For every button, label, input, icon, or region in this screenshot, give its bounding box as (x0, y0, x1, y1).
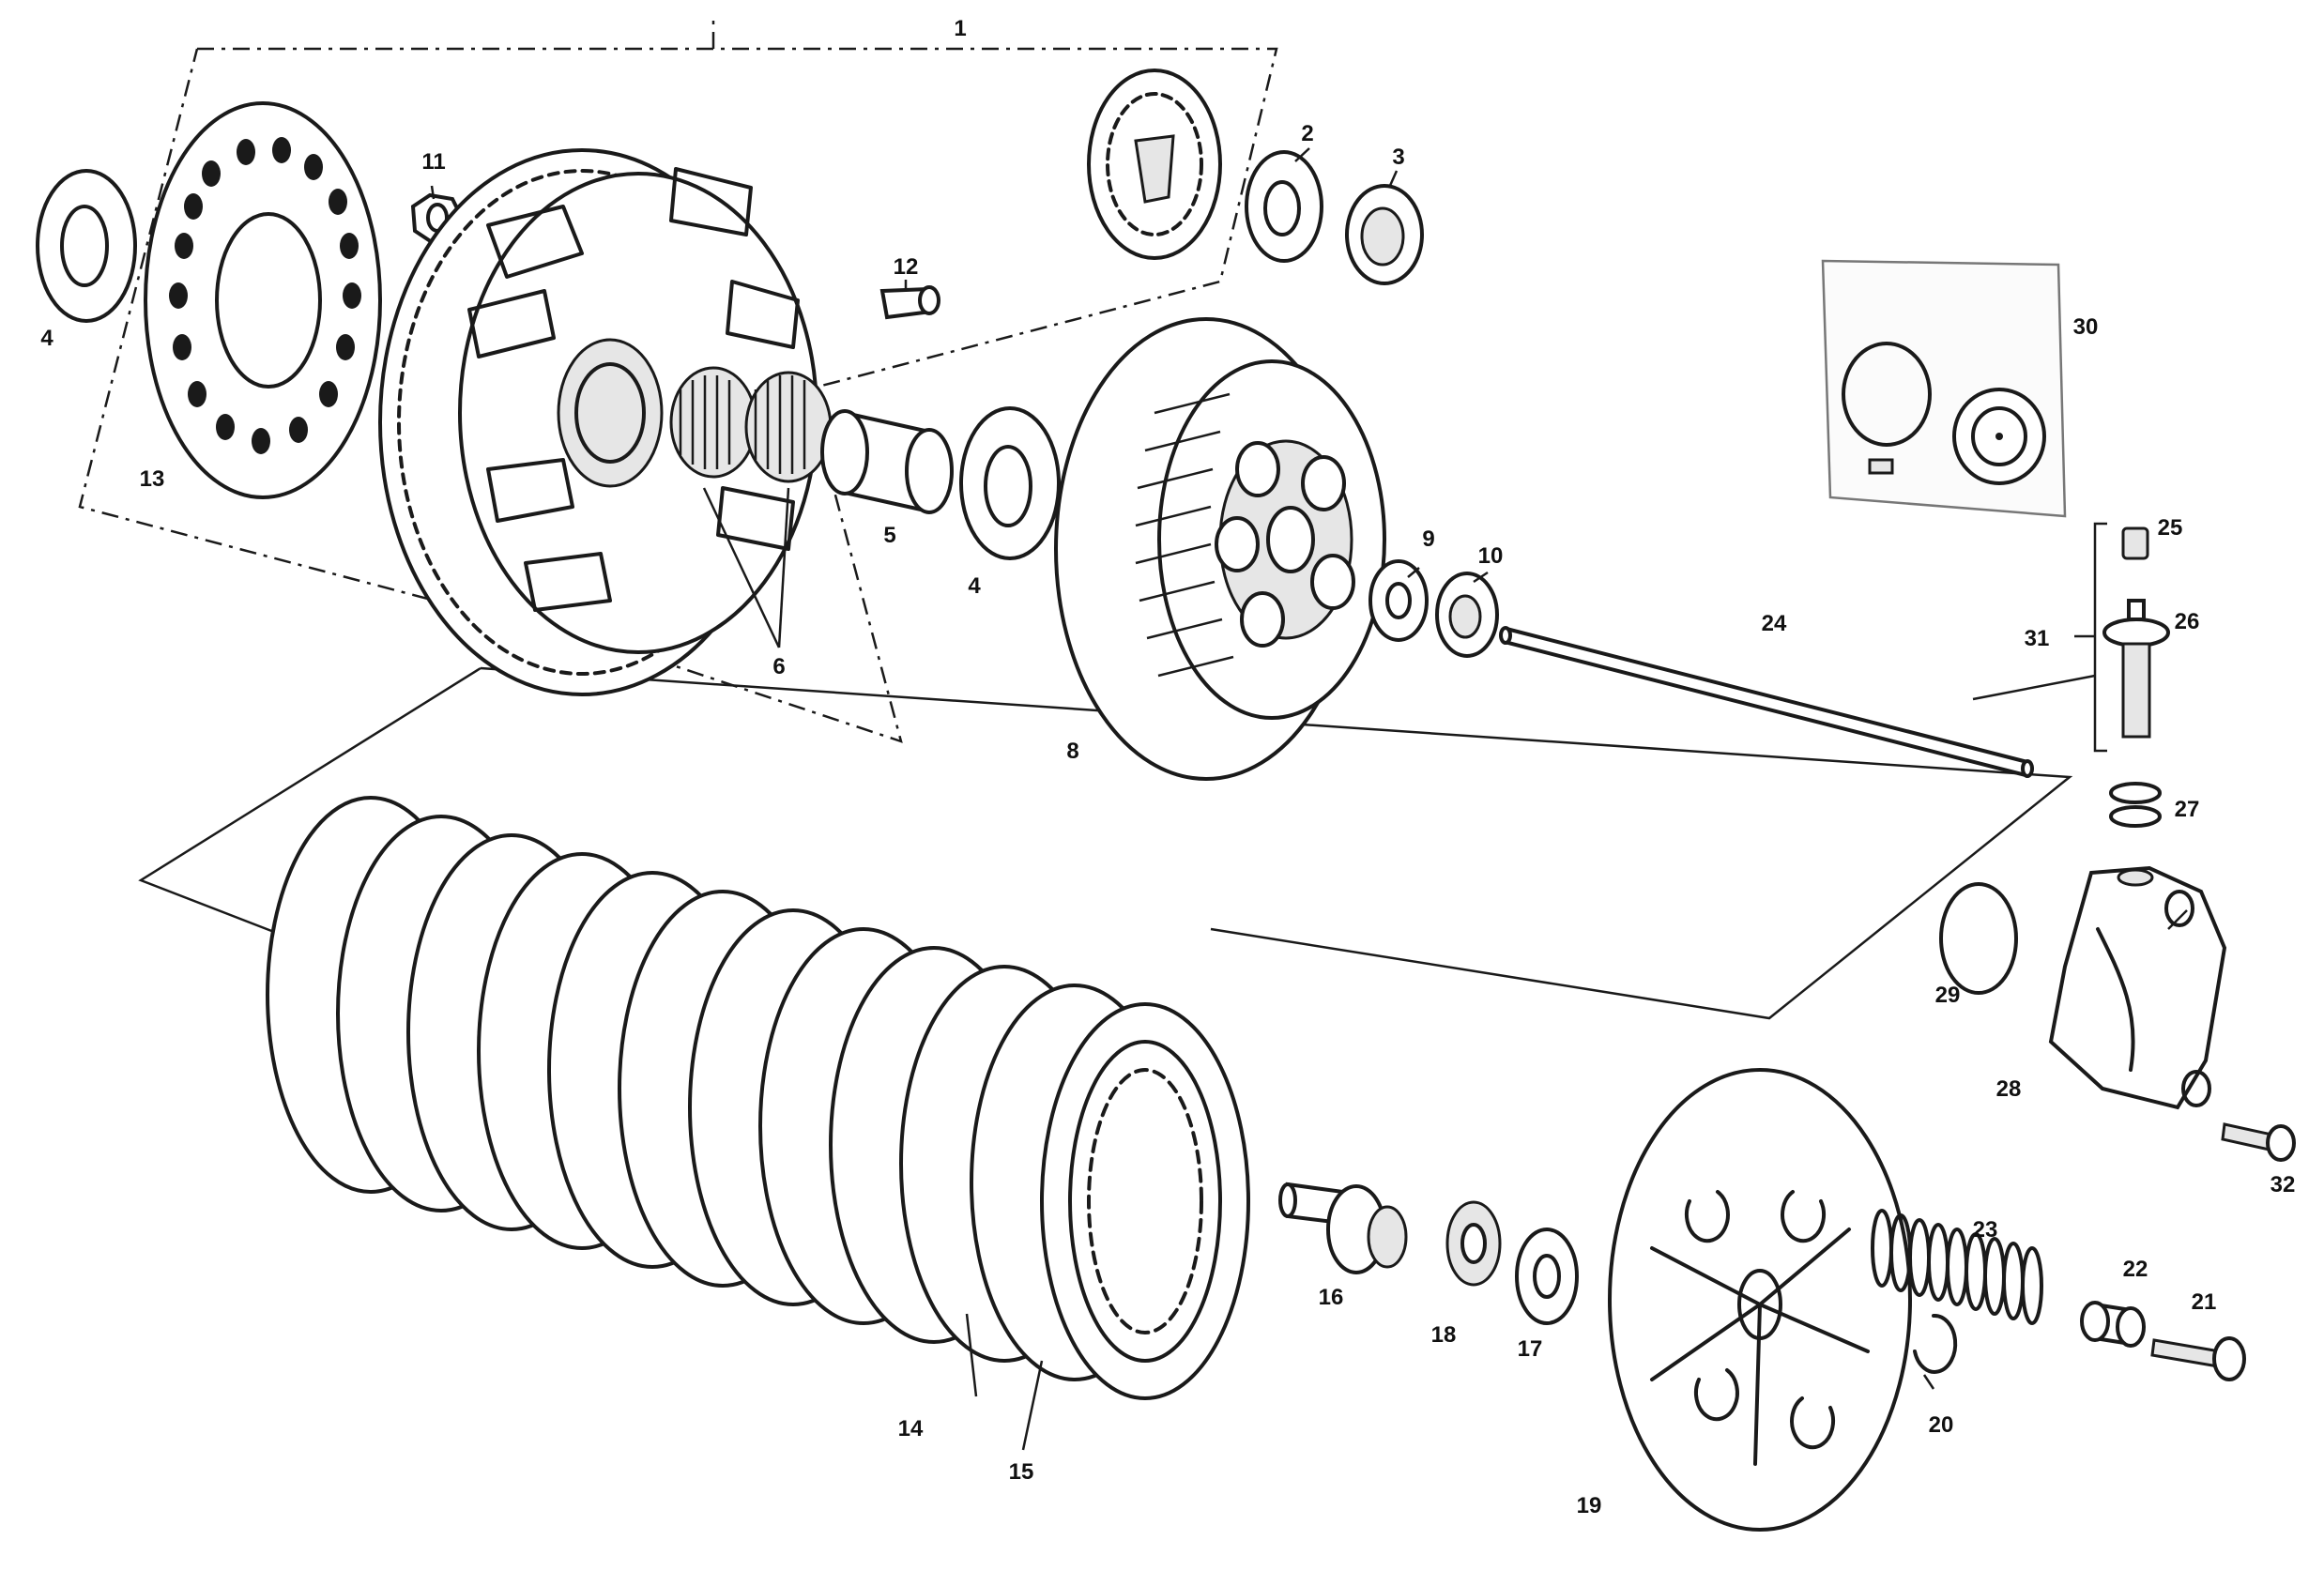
part-4-thrust-washer-left (36, 169, 137, 323)
part-16-release-bearing-sleeve (1278, 1182, 1408, 1274)
callout-11: 11 (421, 149, 445, 175)
callout-29: 29 (1935, 983, 1961, 1008)
clutch-friction-and-steel-plates (266, 796, 1250, 1400)
part-17-washer (1515, 1228, 1579, 1325)
callout-15: 15 (1009, 1459, 1034, 1485)
part-12-pin (879, 285, 940, 320)
part-29-gasket-ring (1939, 882, 2018, 995)
part-28-clutch-slave-cylinder (2048, 865, 2227, 1110)
part-26-bleeder-valve (2102, 599, 2170, 739)
callout-25: 25 (2158, 515, 2183, 541)
part-9-lock-washer (1368, 559, 1429, 642)
callout-8: 8 (1066, 739, 1078, 764)
part-6-needle-bearings (669, 366, 833, 648)
callout-24: 24 (1762, 611, 1787, 636)
part-8-clutch-inner-hub (1054, 317, 1386, 781)
callout-18: 18 (1431, 1322, 1457, 1348)
callout-21: 21 (2192, 1289, 2217, 1315)
callout-14: 14 (898, 1416, 924, 1441)
part-25-cap (2121, 526, 2149, 560)
callout-16: 16 (1319, 1285, 1344, 1310)
callout-26: 26 (2175, 609, 2200, 634)
leader-lines (430, 147, 2188, 1451)
part-13-perforated-disc (144, 101, 382, 499)
callout-6: 6 (772, 654, 785, 679)
callout-13: 13 (140, 466, 165, 492)
callout-3: 3 (1392, 145, 1404, 170)
callout-27: 27 (2175, 797, 2200, 822)
part-2-washer (1245, 150, 1323, 263)
callout-31: 31 (2025, 626, 2050, 651)
callout-32: 32 (2270, 1172, 2296, 1197)
callout-22: 22 (2123, 1257, 2148, 1282)
part-31-bracket (2074, 522, 2107, 753)
callout-19: 19 (1577, 1493, 1602, 1518)
callout-4-right: 4 (968, 573, 981, 599)
callout-17: 17 (1518, 1336, 1543, 1362)
part-24-push-rod (1499, 626, 2034, 778)
callout-5: 5 (883, 523, 895, 548)
callout-9: 9 (1422, 526, 1434, 552)
callout-28: 28 (1996, 1076, 2022, 1102)
part-27-o-rings (2109, 782, 2162, 828)
part-21-bolt (2150, 1336, 2246, 1381)
part-4-thrust-washer-right (959, 406, 1061, 560)
callout-20: 20 (1929, 1412, 1954, 1438)
callout-2: 2 (1301, 121, 1313, 146)
callout-30: 30 (2073, 314, 2099, 340)
part-22-spring-retainer (2080, 1301, 2146, 1348)
callout-labels: 1 2 3 4 4 5 6 8 9 10 11 12 13 14 15 16 1… (40, 16, 2295, 1518)
part-5-bushing-sleeve (820, 409, 954, 514)
part-20-circlip (1913, 1313, 1958, 1374)
callout-1: 1 (954, 16, 966, 41)
callout-23: 23 (1973, 1217, 1998, 1243)
part-10-hub-nut (1435, 572, 1499, 658)
callout-12: 12 (894, 254, 919, 280)
callout-10: 10 (1478, 543, 1504, 569)
part-19-pressure-plate (1608, 1068, 1912, 1532)
primary-driven-gear (1087, 69, 1222, 260)
part-18-bearing (1445, 1200, 1502, 1287)
clutch-basket-housing (378, 148, 818, 696)
part-32-screw (2221, 1122, 2296, 1162)
part-30-seal-kit-bag (1821, 259, 2067, 518)
part-23-clutch-springs (1871, 1209, 2043, 1325)
primary-gear-group-dashed-outline (78, 19, 1278, 743)
part-3-nut (1345, 184, 1424, 285)
callout-4-left: 4 (40, 326, 54, 351)
